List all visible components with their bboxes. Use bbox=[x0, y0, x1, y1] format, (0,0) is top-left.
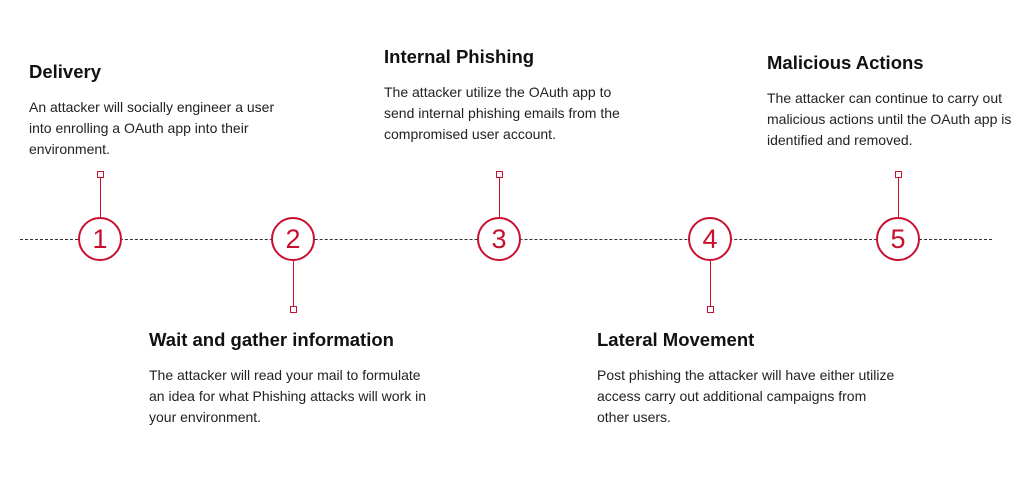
step-2-text: Wait and gather information The attacker… bbox=[149, 329, 429, 428]
step-1-marker: 1 bbox=[78, 217, 122, 261]
step-1-number: 1 bbox=[92, 223, 108, 254]
step-5-text: Malicious Actions The attacker can conti… bbox=[767, 52, 1012, 151]
step-4-marker: 4 bbox=[688, 217, 732, 261]
step-1-connector-square bbox=[97, 171, 104, 178]
step-5-description: The attacker can continue to carry out m… bbox=[767, 90, 1012, 148]
step-1-description: An attacker will socially engineer a use… bbox=[29, 99, 275, 157]
step-3-text: Internal Phishing The attacker utilize t… bbox=[384, 46, 634, 145]
step-2-connector-square bbox=[290, 306, 297, 313]
step-4-text: Lateral Movement Post phishing the attac… bbox=[597, 329, 897, 428]
step-3-title: Internal Phishing bbox=[384, 46, 535, 67]
step-5-marker: 5 bbox=[876, 217, 920, 261]
step-3-description: The attacker utilize the OAuth app to se… bbox=[384, 84, 620, 142]
step-1-text: Delivery An attacker will socially engin… bbox=[29, 61, 289, 160]
step-4-description: Post phishing the attacker will have eit… bbox=[597, 367, 895, 425]
step-5-number: 5 bbox=[890, 223, 906, 254]
step-1-title: Delivery bbox=[29, 61, 101, 82]
step-3-marker: 3 bbox=[477, 217, 521, 261]
step-3-connector-line bbox=[499, 178, 500, 217]
step-2-marker: 2 bbox=[271, 217, 315, 261]
step-1-connector-line bbox=[100, 178, 101, 217]
step-2-number: 2 bbox=[285, 223, 301, 254]
step-5-connector-square bbox=[895, 171, 902, 178]
step-4-title: Lateral Movement bbox=[597, 329, 755, 350]
step-2-title: Wait and gather information bbox=[149, 329, 394, 350]
step-4-connector-square bbox=[707, 306, 714, 313]
step-2-description: The attacker will read your mail to form… bbox=[149, 367, 427, 425]
step-2-connector-line bbox=[293, 261, 294, 306]
step-4-number: 4 bbox=[702, 223, 718, 254]
step-5-title: Malicious Actions bbox=[767, 52, 924, 73]
step-3-connector-square bbox=[496, 171, 503, 178]
step-3-number: 3 bbox=[491, 223, 507, 254]
step-4-connector-line bbox=[710, 261, 711, 306]
step-5-connector-line bbox=[898, 178, 899, 217]
